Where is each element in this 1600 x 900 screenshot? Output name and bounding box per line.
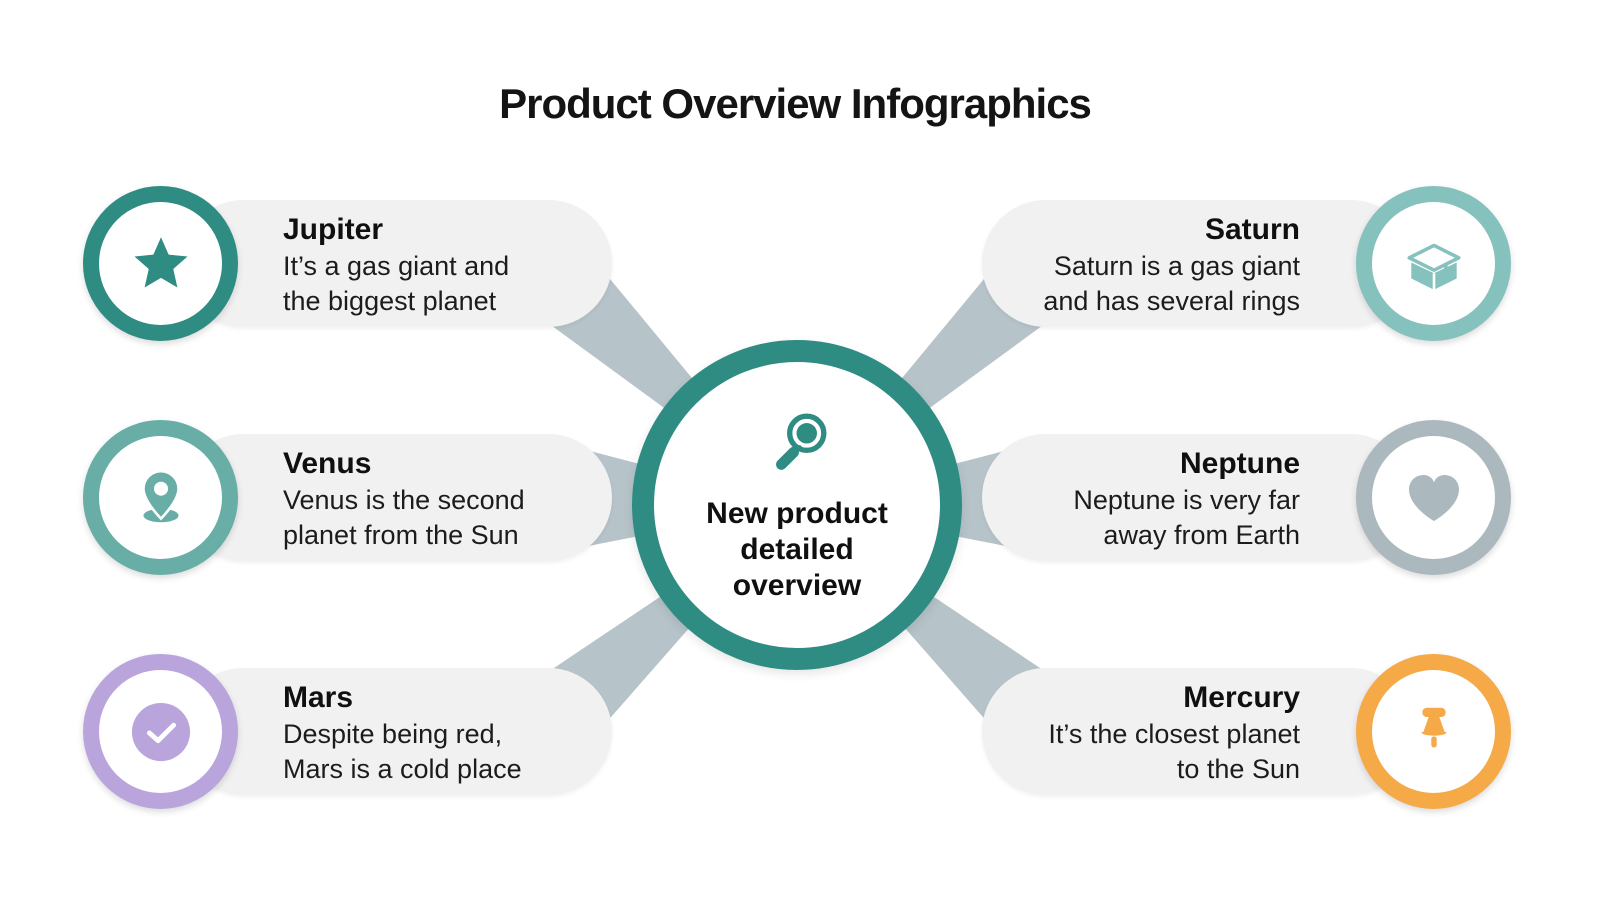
card-mars-line2: Mars is a cold place xyxy=(283,754,522,784)
card-neptune: Neptune Neptune is very far away from Ea… xyxy=(982,434,1414,561)
card-saturn-line2: and has several rings xyxy=(1043,286,1300,316)
card-mars-title: Mars xyxy=(283,681,354,714)
center-hub: New product detailed overview xyxy=(632,340,962,670)
card-jupiter: Jupiter It’s a gas giant and the biggest… xyxy=(180,200,612,327)
heart-icon xyxy=(1408,474,1459,521)
card-saturn: Saturn Saturn is a gas giant and has sev… xyxy=(982,200,1414,327)
star-icon xyxy=(133,236,188,288)
badge-neptune xyxy=(1356,420,1511,575)
card-mercury-line1: It’s the closest planet xyxy=(1048,719,1300,749)
card-mercury: Mercury It’s the closest planet to the S… xyxy=(982,668,1414,795)
card-jupiter-line2: the biggest planet xyxy=(283,286,497,316)
badge-mars xyxy=(83,654,238,809)
center-label-line3: overview xyxy=(732,569,862,602)
card-jupiter-line1: It’s a gas giant and xyxy=(283,251,510,281)
check-icon xyxy=(131,702,190,761)
badge-saturn xyxy=(1356,186,1511,341)
card-neptune-title: Neptune xyxy=(1180,447,1300,480)
magnifier-icon xyxy=(776,413,827,470)
card-mars-line1: Despite being red, xyxy=(283,719,503,749)
card-mercury-title: Mercury xyxy=(1183,681,1300,714)
card-saturn-line1: Saturn is a gas giant xyxy=(1053,251,1300,281)
badge-jupiter xyxy=(83,186,238,341)
card-mars: Mars Despite being red, Mars is a cold p… xyxy=(180,668,612,795)
badge-venus xyxy=(83,420,238,575)
card-venus-title: Venus xyxy=(283,447,372,480)
package-icon xyxy=(1406,243,1461,290)
badge-mercury xyxy=(1356,654,1511,809)
card-venus: Venus Venus is the second planet from th… xyxy=(180,434,612,561)
pushpin-icon xyxy=(1420,707,1447,747)
card-neptune-line1: Neptune is very far xyxy=(1073,485,1300,515)
card-venus-line1: Venus is the second xyxy=(283,485,525,515)
card-venus-line2: planet from the Sun xyxy=(283,520,519,550)
card-saturn-title: Saturn xyxy=(1204,213,1300,246)
center-label-line1: New product xyxy=(706,497,888,530)
card-mercury-line2: to the Sun xyxy=(1176,754,1300,784)
center-label-line2: detailed xyxy=(740,533,854,566)
card-neptune-line2: away from Earth xyxy=(1103,520,1300,550)
center-label: New product detailed overview xyxy=(706,496,888,604)
page-title: Product Overview Infographics xyxy=(499,80,1092,127)
card-jupiter-title: Jupiter xyxy=(283,213,384,246)
location-pin-icon xyxy=(141,469,180,522)
